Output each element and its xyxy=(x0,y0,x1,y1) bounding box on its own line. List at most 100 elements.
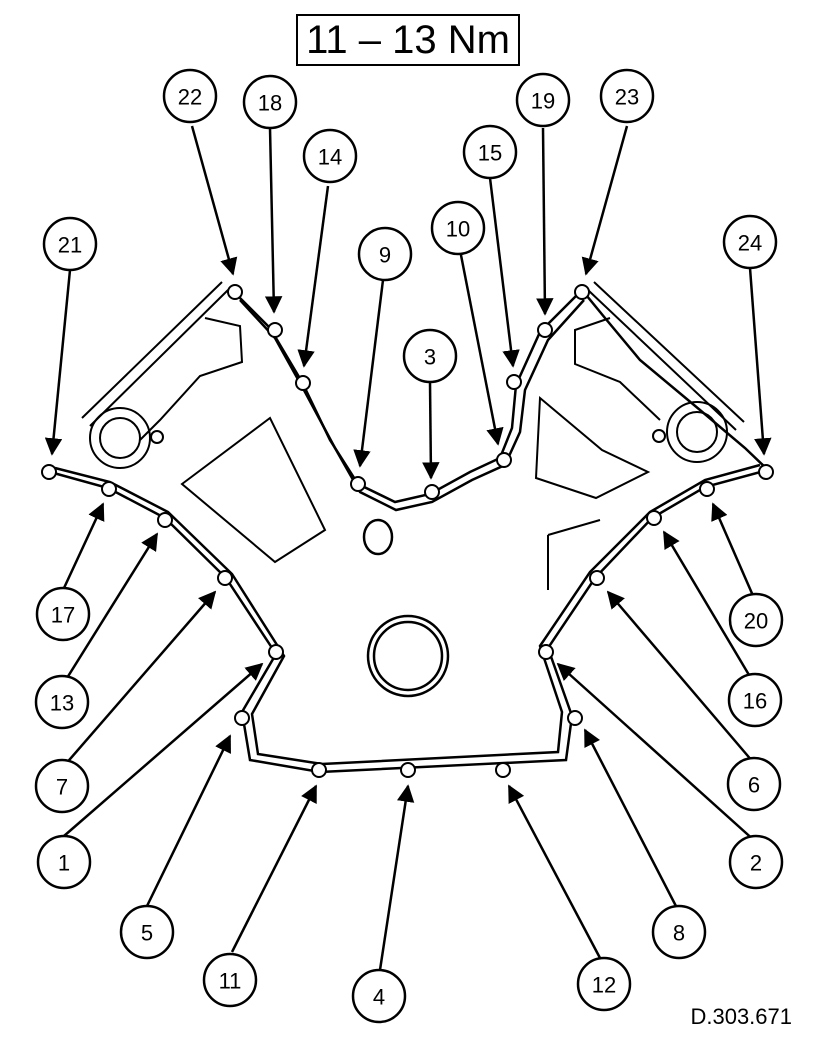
small-center-hole xyxy=(362,518,394,556)
callout-label-3: 3 xyxy=(424,345,436,370)
callout-circle-15 xyxy=(462,124,518,180)
arrow-8 xyxy=(583,728,680,911)
right-lower-step xyxy=(547,519,601,590)
bolt-16 xyxy=(646,510,662,526)
bolt-12 xyxy=(495,762,511,778)
callout-circle-5 xyxy=(119,904,175,960)
arrow-21 xyxy=(44,269,72,456)
crank-seal-inner xyxy=(372,620,444,692)
callout-circle-4 xyxy=(351,968,407,1024)
right-port-inner xyxy=(676,411,718,453)
bolt-7 xyxy=(217,570,233,586)
arrow-12 xyxy=(507,784,602,959)
callout-label-13: 13 xyxy=(50,691,74,716)
callout-circle-10 xyxy=(430,200,486,256)
arrow-17 xyxy=(62,502,105,589)
bolt-4 xyxy=(400,762,416,778)
right-port-outer xyxy=(666,401,728,463)
left-head-block xyxy=(139,317,244,441)
bolt-23 xyxy=(574,284,590,300)
callout-circle-23 xyxy=(599,68,655,124)
callout-label-11: 11 xyxy=(219,969,242,994)
left-head-edge xyxy=(81,281,229,427)
arrow-5 xyxy=(145,734,232,907)
arrow-4 xyxy=(378,784,415,971)
arrow-16 xyxy=(662,530,754,681)
callout-circle-19 xyxy=(515,72,571,128)
bolt-17 xyxy=(101,481,117,497)
callout-label-22: 22 xyxy=(178,85,202,110)
arrow-24 xyxy=(748,267,772,456)
arrow-1 xyxy=(63,662,264,837)
callout-label-17: 17 xyxy=(51,603,75,628)
bolt-21 xyxy=(41,464,57,480)
callout-numbers: 1 2 3 4 5 6 7 8 9 10 11 12 13 14 15 16 1… xyxy=(50,85,768,1010)
callout-label-20: 20 xyxy=(744,609,768,634)
torque-spec-box: 11 – 13 Nm xyxy=(296,14,520,66)
arrow-3 xyxy=(422,381,440,480)
right-head-detail xyxy=(534,281,745,590)
arrow-6 xyxy=(606,590,754,763)
bolt-3 xyxy=(424,484,440,500)
arrow-7 xyxy=(63,590,217,767)
callout-circle-18 xyxy=(242,74,298,130)
callout-label-7: 7 xyxy=(56,775,68,800)
callout-circle-14 xyxy=(302,128,358,184)
bolt-19 xyxy=(537,322,553,338)
arrow-18 xyxy=(264,127,283,314)
right-head-edge xyxy=(587,281,745,431)
torque-spec-text: 11 – 13 Nm xyxy=(306,17,510,62)
callout-circle-11 xyxy=(202,952,258,1008)
callout-label-9: 9 xyxy=(379,243,391,268)
callout-circle-24 xyxy=(722,214,778,270)
bolt-13 xyxy=(157,512,173,528)
callout-label-1: 1 xyxy=(58,851,70,876)
callout-label-6: 6 xyxy=(748,773,760,798)
callout-circle-12 xyxy=(576,956,632,1012)
bolt-22 xyxy=(227,284,243,300)
center-features xyxy=(362,518,450,698)
callout-circle-16 xyxy=(727,672,783,728)
arrow-13 xyxy=(60,532,159,687)
bolt-11 xyxy=(311,762,327,778)
right-port-lug xyxy=(652,429,666,443)
callout-circle-21 xyxy=(42,216,98,272)
callout-label-24: 24 xyxy=(738,231,762,256)
arrow-20 xyxy=(711,502,756,599)
crank-seal-outer xyxy=(366,614,450,698)
bolt-14 xyxy=(295,375,311,391)
left-port-outer xyxy=(89,407,151,469)
arrow-19 xyxy=(536,127,554,316)
callout-circle-3 xyxy=(402,328,458,384)
callout-circle-6 xyxy=(726,756,782,812)
arrow-22 xyxy=(190,125,238,276)
callout-label-14: 14 xyxy=(318,145,342,170)
left-port-lug xyxy=(150,430,164,444)
left-boss xyxy=(180,416,327,564)
callout-label-15: 15 xyxy=(478,141,502,166)
callout-circle-7 xyxy=(34,758,90,814)
right-head-block xyxy=(574,317,661,421)
callout-label-19: 19 xyxy=(531,89,555,114)
arrow-10 xyxy=(458,249,504,446)
bolt-8 xyxy=(567,710,583,726)
reference-code: D.303.671 xyxy=(690,1004,792,1029)
callout-label-4: 4 xyxy=(373,985,385,1010)
right-boss xyxy=(534,395,651,500)
callout-label-8: 8 xyxy=(673,921,685,946)
arrow-23 xyxy=(581,125,629,276)
bolt-2 xyxy=(538,644,554,660)
callout-circle-2 xyxy=(728,834,784,890)
bolt-20 xyxy=(699,481,715,497)
callout-label-21: 21 xyxy=(58,233,82,258)
leader-arrows xyxy=(44,125,772,971)
callout-circle-9 xyxy=(357,226,413,282)
callout-circle-17 xyxy=(35,586,91,642)
callout-label-12: 12 xyxy=(592,973,616,998)
bolt-5 xyxy=(234,710,250,726)
callout-circles xyxy=(34,68,784,1024)
bolt-9 xyxy=(350,476,366,492)
arrow-2 xyxy=(556,662,757,843)
bolt-10 xyxy=(496,452,512,468)
